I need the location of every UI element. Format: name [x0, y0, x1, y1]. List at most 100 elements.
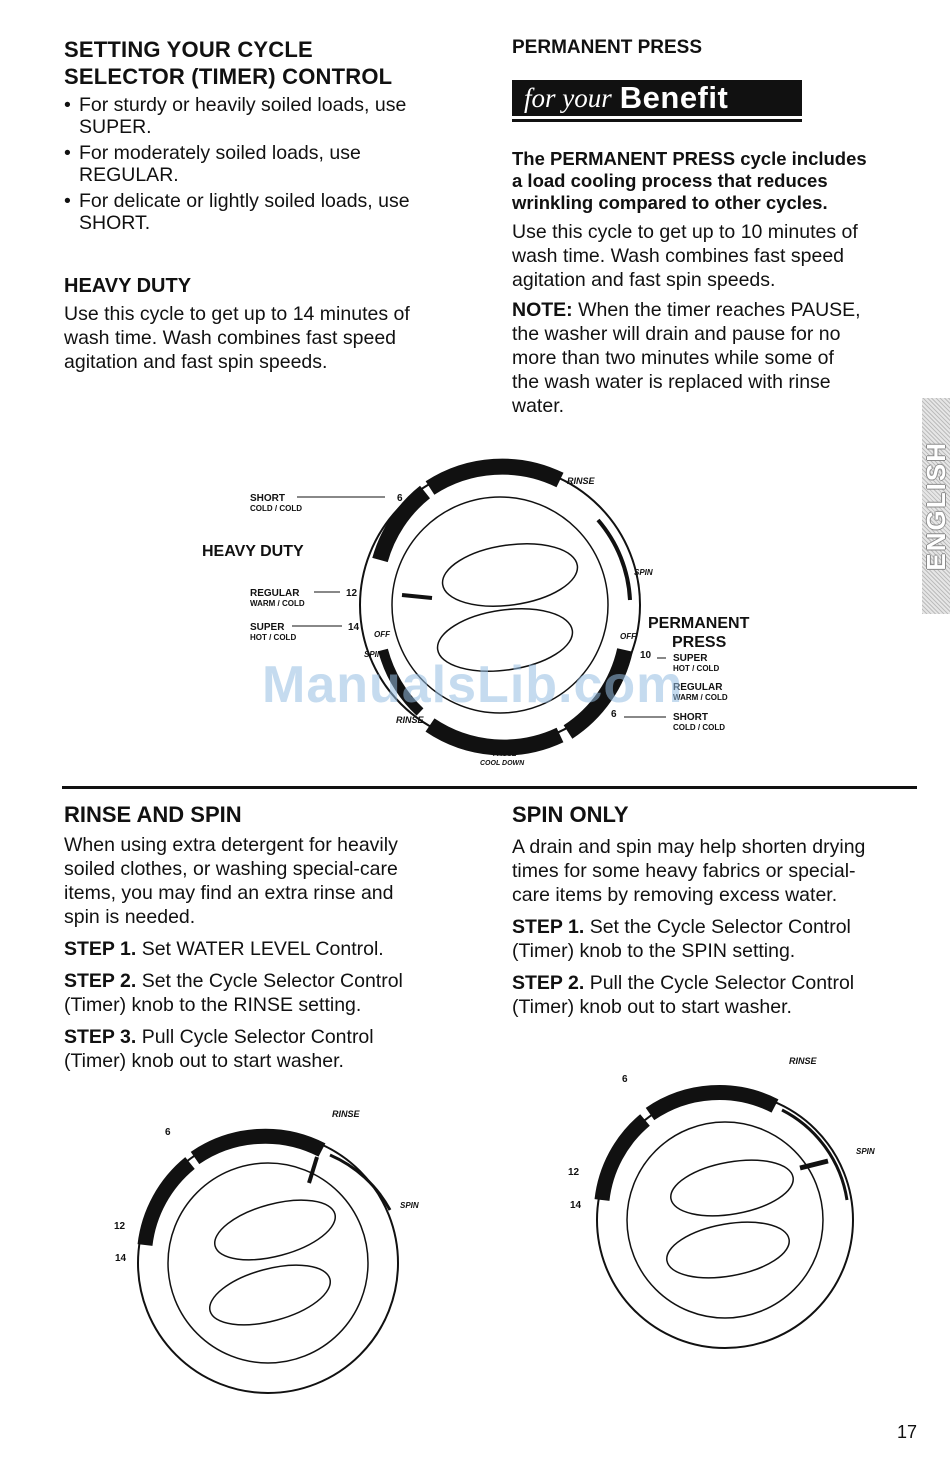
bullet-super: For sturdy or heavily soiled loads, useS…	[64, 94, 474, 138]
rinse-band-bottom	[425, 718, 564, 756]
spin-only-section: SPIN ONLY A drain and spin may help shor…	[512, 802, 922, 1019]
setting-heading-line: SELECTOR (TIMER) CONTROL	[64, 64, 393, 89]
super-label: SUPER	[250, 622, 285, 633]
text-line: When using extra detergent for heavily	[64, 834, 398, 856]
step-text: Set WATER LEVEL Control.	[141, 938, 384, 960]
dial-number-14: 14	[570, 1200, 582, 1211]
permanent-press-dial-title: PRESS	[672, 634, 727, 651]
text-line: Use this cycle to get up to 10 minutes o…	[512, 221, 858, 243]
text-line: wrinkling compared to other cycles.	[512, 192, 828, 213]
rinse-label: RINSE	[332, 1109, 361, 1119]
section-divider	[62, 786, 917, 789]
step-text: (Timer) knob to the SPIN setting.	[512, 940, 796, 962]
rinse-spin-heading: RINSE AND SPIN	[64, 802, 242, 827]
rinse-spin-text: When using extra detergent for heavily s…	[64, 833, 484, 929]
bullet-text: For delicate or lightly soiled loads, us…	[79, 190, 410, 212]
pp-short-sub-label: COLD / COLD	[673, 723, 725, 732]
rinse-step-2: STEP 2. Set the Cycle Selector Control (…	[64, 969, 484, 1017]
step-label: STEP 1.	[64, 938, 137, 960]
step-text: Pull the Cycle Selector Control	[589, 972, 855, 994]
regular-label: REGULAR	[250, 588, 300, 599]
bullet-text: REGULAR.	[79, 164, 179, 186]
step-text: Set the Cycle Selector Control	[589, 916, 851, 938]
permanent-press-bold: The PERMANENT PRESS cycle includes a loa…	[512, 148, 922, 214]
spin-only-text: A drain and spin may help shorten drying…	[512, 835, 922, 907]
step-label: STEP 2.	[64, 970, 137, 992]
regular-sub-label: WARM / COLD	[250, 599, 305, 608]
step-text: (Timer) knob out to start washer.	[512, 996, 792, 1018]
pp-short-number: 6	[611, 709, 617, 720]
cycle-selector-dial-figure: SHORT COLD / COLD 6 HEAVY DUTY REGULAR W…	[202, 458, 750, 767]
dial-number-6: 6	[622, 1074, 628, 1085]
setting-heading-line: SETTING YOUR CYCLE	[64, 37, 313, 62]
short-sub-label: COLD / COLD	[250, 504, 302, 513]
bullet-short: For delicate or lightly soiled loads, us…	[64, 190, 474, 234]
benefit-prefix: for your	[524, 82, 612, 113]
step-label: STEP 1.	[512, 916, 585, 938]
rinse-step-1: STEP 1. Set WATER LEVEL Control.	[64, 937, 484, 961]
text-line: the washer will drain and pause for no	[512, 323, 841, 345]
language-side-tab: ENGLISH	[921, 398, 950, 614]
bullet-text: SHORT.	[79, 212, 151, 234]
heavy-duty-dial-label: HEAVY DUTY	[202, 543, 304, 560]
heavy-duty-heading: HEAVY DUTY	[64, 275, 192, 297]
bullet-text: For moderately soiled loads, use	[79, 142, 361, 164]
benefit-word: Benefit	[619, 80, 729, 115]
text-line: Use this cycle to get up to 14 minutes o…	[64, 303, 410, 325]
off-right-label: OFF	[620, 632, 637, 641]
permanent-press-heading: PERMANENT PRESS	[512, 37, 703, 58]
spin-only-heading: SPIN ONLY	[512, 802, 629, 827]
text-line: the wash water is replaced with rinse	[512, 371, 831, 393]
text-line: The PERMANENT PRESS cycle includes	[512, 148, 867, 169]
text-line: more than two minutes while some of	[512, 347, 834, 369]
dial-number-6: 6	[165, 1127, 171, 1138]
step-text: (Timer) knob out to start washer.	[64, 1050, 344, 1072]
rinse-top-label: RINSE	[567, 476, 596, 486]
rinse-bottom-label: RINSE	[396, 715, 425, 725]
spin-band-right	[596, 518, 632, 601]
permanent-press-band	[563, 648, 633, 739]
pp-super-label: SUPER	[673, 653, 708, 664]
dial-number-14: 14	[115, 1253, 127, 1264]
text-line: care items by removing excess water.	[512, 884, 838, 906]
spin-label: SPIN	[400, 1201, 419, 1210]
text-line: items, you may find an extra rinse and	[64, 882, 394, 904]
heavy-duty-text: Use this cycle to get up to 14 minutes o…	[64, 302, 474, 374]
spin-right-label: SPIN	[634, 568, 653, 577]
rinse-band-top	[425, 458, 564, 495]
short-label: SHORT	[250, 493, 285, 504]
spin-step-2: STEP 2. Pull the Cycle Selector Control …	[512, 971, 922, 1019]
permanent-press-dial-title: PERMANENT	[648, 615, 750, 632]
pp-short-label: SHORT	[673, 712, 708, 723]
knob-pointer	[401, 593, 433, 600]
text-line: times for some heavy fabrics or special-	[512, 860, 856, 882]
text-line: wash time. Wash combines fast speed	[64, 327, 397, 349]
step-text: (Timer) knob to the RINSE setting.	[64, 994, 362, 1016]
step-text: Set the Cycle Selector Control	[141, 970, 403, 992]
regular-number: 12	[346, 588, 358, 599]
cool-down-label: COOL DOWN	[480, 760, 525, 767]
pp-super-number: 10	[640, 650, 652, 661]
short-number: 6	[397, 493, 403, 504]
dial-number-12: 12	[568, 1167, 580, 1178]
benefit-banner: for your Benefit	[512, 80, 802, 122]
step-label: STEP 2.	[512, 972, 585, 994]
super-number: 14	[348, 622, 360, 633]
text-line: a load cooling process that reduces	[512, 170, 828, 191]
permanent-press-section: PERMANENT PRESS	[512, 36, 922, 60]
step-label: STEP 3.	[64, 1026, 137, 1048]
rinse-step-3: STEP 3. Pull Cycle Selector Control (Tim…	[64, 1025, 484, 1073]
bullet-text: For sturdy or heavily soiled loads, use	[79, 94, 407, 116]
page-number: 17	[897, 1422, 918, 1442]
permanent-press-body: The PERMANENT PRESS cycle includes a loa…	[512, 148, 922, 418]
text-line: A drain and spin may help shorten drying	[512, 836, 866, 858]
note-label: NOTE:	[512, 299, 573, 321]
off-left-label: OFF	[374, 630, 391, 639]
benefit-underline	[512, 119, 802, 122]
spin-label: SPIN	[856, 1147, 875, 1156]
text-line: wash time. Wash combines fast speed	[512, 245, 845, 267]
text-line: spin is needed.	[64, 906, 196, 928]
heavy-duty-band	[372, 485, 431, 563]
text-line: agitation and fast spin speeds.	[64, 351, 328, 373]
